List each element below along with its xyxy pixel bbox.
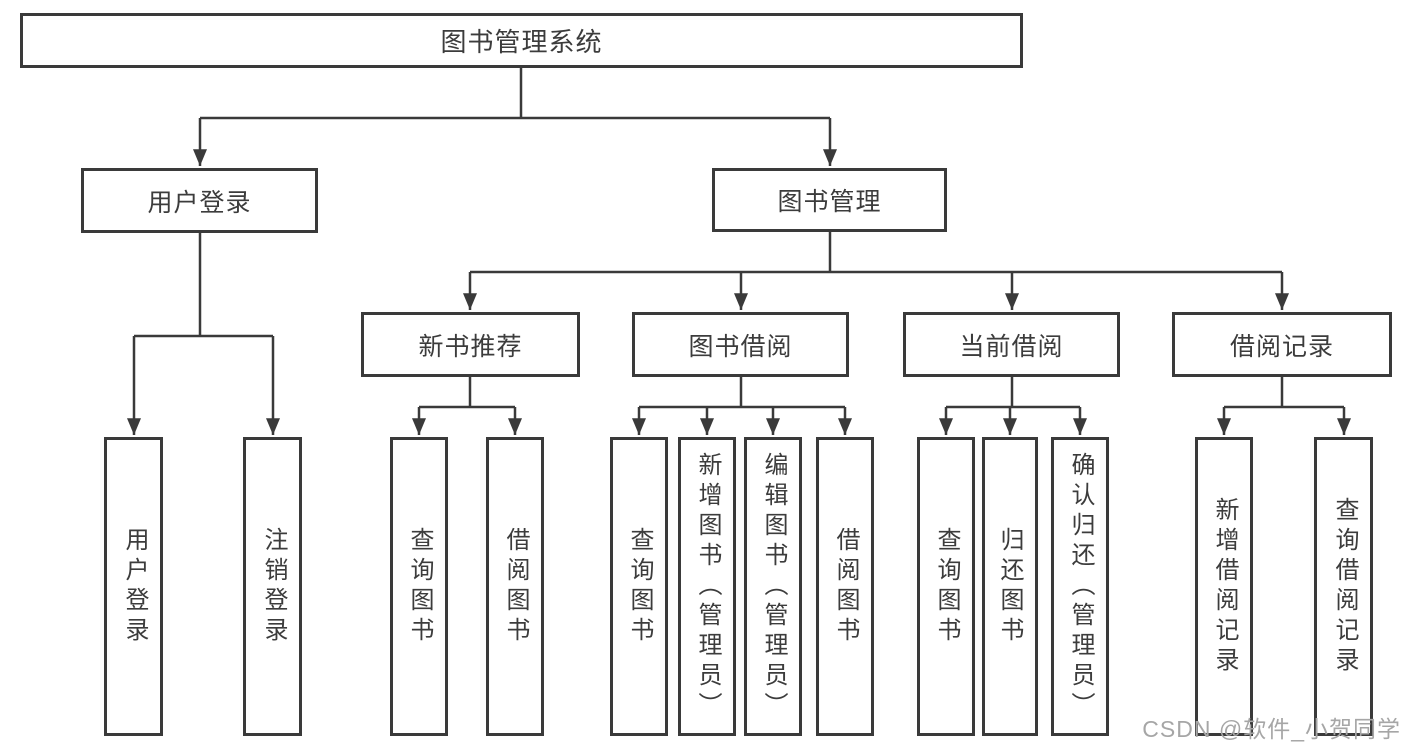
leaf-user-login: 用户登录: [104, 437, 163, 736]
connector-new-book-recommend-children: [412, 377, 522, 436]
node-book-borrowing: 图书借阅: [632, 312, 849, 377]
leaf-cb-query-books: 查询图书: [917, 437, 975, 736]
connector-root-to-level2: [193, 68, 837, 166]
leaf-br-add-record: 新增借阅记录: [1195, 437, 1253, 736]
node-user-login: 用户登录: [81, 168, 318, 233]
node-new-book-recommend: 新书推荐: [361, 312, 580, 377]
connector-user-login-children: [127, 233, 280, 436]
node-current-borrowing: 当前借阅: [903, 312, 1120, 377]
leaf-logout-login: 注销登录: [243, 437, 302, 736]
node-book-management: 图书管理: [712, 168, 947, 232]
leaf-cb-confirm-return-admin: 确认归还（管理员）: [1051, 437, 1109, 736]
node-borrowing-records: 借阅记录: [1172, 312, 1392, 377]
connector-borrowing-records-children: [1217, 377, 1351, 436]
connector-book-management-to-modules: [463, 232, 1289, 311]
leaf-br-query-record: 查询借阅记录: [1314, 437, 1373, 736]
leaf-bb-add-books-admin: 新增图书（管理员）: [678, 437, 736, 736]
leaf-nbr-query-books: 查询图书: [390, 437, 448, 736]
leaf-bb-borrow-books: 借阅图书: [816, 437, 874, 736]
connector-book-borrowing-children: [632, 377, 852, 436]
leaf-bb-query-books: 查询图书: [610, 437, 668, 736]
connector-current-borrowing-children: [939, 377, 1087, 436]
leaf-bb-edit-books-admin: 编辑图书（管理员）: [744, 437, 802, 736]
leaf-nbr-borrow-books: 借阅图书: [486, 437, 544, 736]
node-root: 图书管理系统: [20, 13, 1023, 68]
leaf-cb-return-books: 归还图书: [982, 437, 1038, 736]
watermark-text: CSDN @软件_小贺同学: [1142, 716, 1401, 742]
